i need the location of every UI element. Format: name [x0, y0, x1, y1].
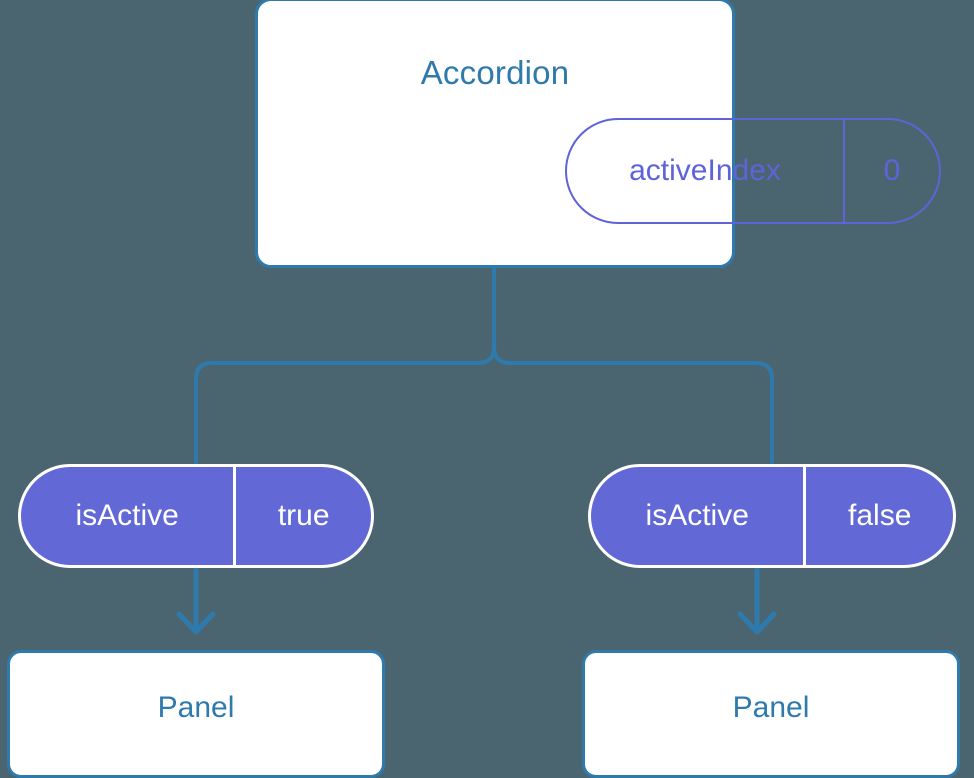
prop-pill-is-active-right-value: false	[803, 467, 953, 565]
prop-pill-is-active-left-key: isActive	[75, 499, 179, 532]
prop-pill-is-active-right-key: isActive	[645, 499, 749, 532]
state-pill-active-index-key: activeIndex	[629, 154, 781, 187]
connector-right-arrow-head	[737, 611, 777, 635]
prop-pill-is-active-left-value: true	[233, 467, 371, 565]
panel-title-right: Panel	[732, 691, 810, 724]
prop-pill-is-active-left[interactable]: isActive true	[18, 464, 374, 568]
connector-root-fork-right	[492, 345, 774, 464]
state-pill-active-index-value: 0	[843, 120, 939, 222]
connector-left-arrow-head	[176, 611, 216, 635]
connector-root-fork	[194, 264, 496, 464]
panel-component-card-left[interactable]: Panel	[7, 650, 385, 778]
accordion-component-card[interactable]: Accordion activeIndex 0	[255, 0, 941, 268]
prop-pill-is-active-right[interactable]: isActive false	[588, 464, 956, 568]
panel-title-left: Panel	[157, 691, 235, 724]
state-pill-active-index[interactable]: activeIndex 0	[565, 118, 941, 224]
accordion-title: Accordion	[420, 54, 570, 91]
panel-component-card-right[interactable]: Panel	[582, 650, 960, 778]
